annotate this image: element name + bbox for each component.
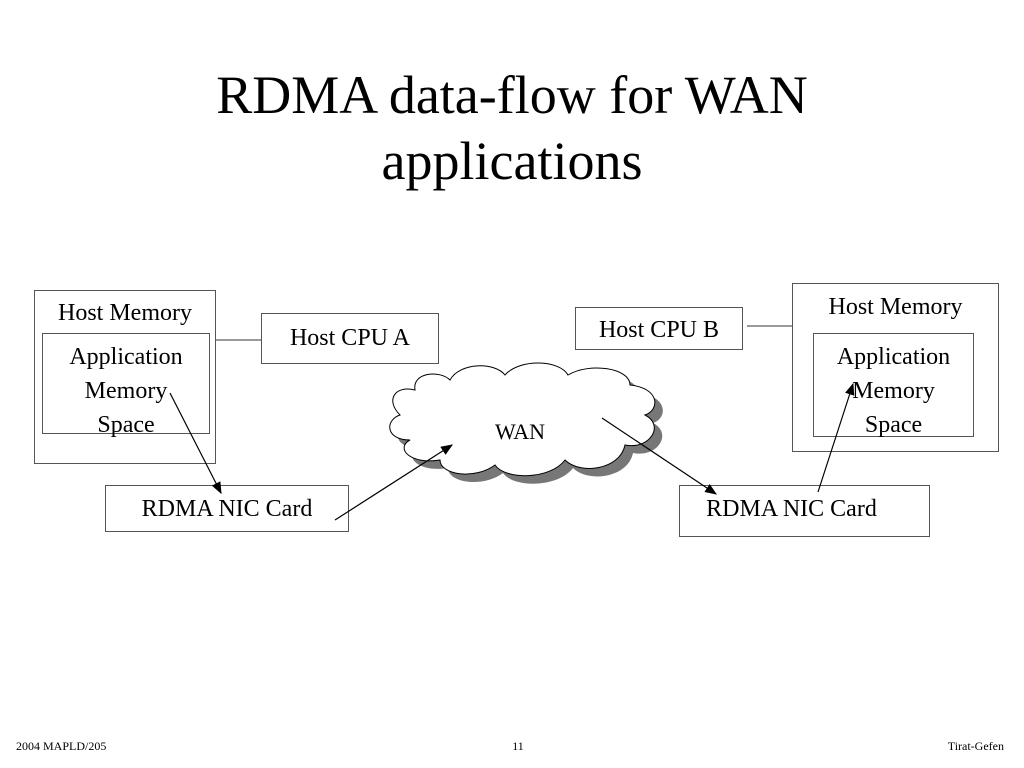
wan-cloud-icon <box>389 362 663 484</box>
left-nic-to-wan-arrow <box>334 444 454 521</box>
right-nic-label: RDMA NIC Card <box>706 496 877 522</box>
right-nic-to-memory-arrow <box>817 382 855 493</box>
left-nic-label: RDMA NIC Card <box>141 496 313 522</box>
left-app-memory-line-3: Space <box>97 412 155 438</box>
footer-left: 2004 MAPLD/205 <box>16 739 107 753</box>
left-host-memory-label: Host Memory <box>58 300 192 326</box>
right-app-memory-line-2: Memory <box>852 378 935 404</box>
host-cpu-a-label: Host CPU A <box>289 325 411 351</box>
footer-right: Tirat-Gefen <box>947 739 1004 753</box>
footer-page-number: 11 <box>512 739 524 753</box>
host-cpu-b-label: Host CPU B <box>598 317 720 343</box>
left-app-memory-line-2: Memory <box>84 378 168 404</box>
slide-title: RDMA data-flow for WAN applications <box>0 62 1024 194</box>
left-memory-to-nic-arrow <box>169 392 222 495</box>
title-line-1: RDMA data-flow for WAN <box>216 65 808 125</box>
title-line-2: applications <box>381 131 643 191</box>
right-app-memory-line-3: Space <box>864 412 923 438</box>
right-app-memory-box <box>813 333 974 437</box>
wan-label: WAN <box>494 419 546 444</box>
right-nic-box <box>679 485 930 537</box>
right-host-memory-label: Host Memory <box>828 294 963 320</box>
left-nic-box <box>105 485 349 532</box>
host-cpu-a-box <box>261 313 439 364</box>
left-app-memory-line-1: Application <box>69 344 183 370</box>
host-cpu-b-box <box>575 307 743 350</box>
right-app-memory-line-1: Application <box>836 344 951 370</box>
wan-to-right-nic-arrow <box>601 417 717 495</box>
